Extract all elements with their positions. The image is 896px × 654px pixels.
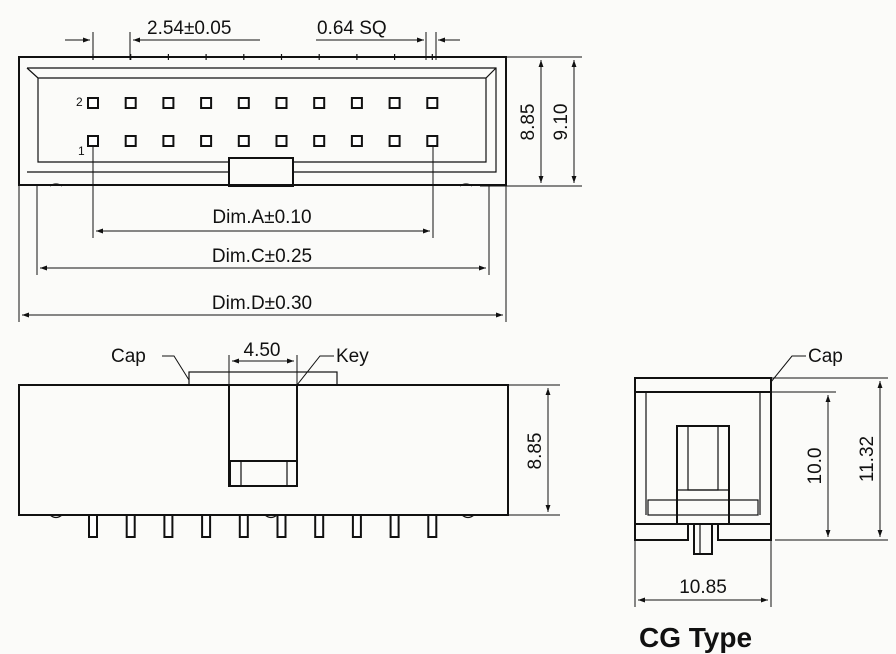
pin (350, 97, 363, 109)
pin-1-label: 1 (78, 144, 85, 158)
pin-size-label: 0.64 SQ (317, 18, 387, 39)
top-housing-inner (27, 67, 497, 173)
key-width-label: 4.50 (244, 340, 281, 361)
cg-height-outer-label: 11.32 (857, 436, 878, 482)
pin (388, 135, 401, 147)
height-910-label: 9.10 (551, 104, 572, 141)
pin (275, 135, 288, 147)
front-view (18, 371, 509, 538)
cg-height-inner-label: 10.0 (805, 448, 826, 485)
top-view: 2 1 (18, 54, 507, 187)
pin (237, 97, 250, 109)
front-foot-marks (49, 514, 475, 519)
side-height-label: 8.85 (525, 433, 546, 470)
front-pin (238, 514, 249, 538)
pin (426, 97, 439, 109)
key-label: Key (336, 346, 369, 367)
front-housing (18, 384, 509, 516)
front-pin (163, 514, 174, 538)
pin (275, 97, 288, 109)
pitch-label: 2.54±0.05 (147, 18, 231, 39)
dim-a-label: Dim.A±0.10 (212, 207, 311, 228)
pin (426, 135, 439, 147)
dim-d: Dim.D±0.30 (18, 186, 507, 322)
front-pin (314, 514, 325, 538)
pin-2-label: 2 (76, 95, 83, 109)
pin (237, 135, 250, 147)
pin (200, 97, 213, 109)
height-dimensions: 8.85 9.10 (480, 56, 582, 187)
pin (162, 97, 175, 109)
dim-c-label: Dim.C±0.25 (212, 246, 312, 267)
key-width-dimension: 4.50 (228, 340, 298, 385)
side-cap (634, 377, 772, 393)
cap-front-label: Cap (111, 346, 146, 367)
dim-d-label: Dim.D±0.30 (212, 293, 312, 314)
key-slot (228, 157, 294, 187)
pin (87, 97, 99, 109)
pin (200, 135, 213, 147)
side-height-dimension: 8.85 (508, 384, 560, 516)
pin (350, 135, 363, 147)
front-pin (201, 514, 212, 538)
pin (124, 97, 137, 109)
front-pin (276, 514, 287, 538)
pin (162, 135, 175, 147)
dim-c: Dim.C±0.25 (36, 186, 490, 275)
side-feet (634, 524, 772, 541)
cg-dimensions: Cap 10.0 11.32 10.85 (634, 346, 888, 607)
pin (124, 135, 137, 147)
height-885-label: 8.85 (518, 104, 539, 141)
pin-grid (87, 54, 439, 147)
front-cap (188, 371, 338, 386)
pin (313, 97, 326, 109)
side-view (634, 377, 772, 555)
type-title: CG Type (639, 622, 752, 653)
front-pins (88, 514, 438, 538)
front-pin (351, 514, 362, 538)
top-housing-bevel (26, 67, 497, 163)
pin (388, 97, 401, 109)
cap-key-callouts: Cap Key (111, 346, 369, 386)
front-pin (427, 514, 438, 538)
cg-width-label: 10.85 (679, 577, 727, 598)
dim-a: Dim.A±0.10 (92, 145, 434, 238)
top-foot-marks (49, 183, 473, 187)
cap-side-label: Cap (808, 346, 843, 367)
front-pin (88, 514, 98, 538)
side-pin (693, 523, 713, 555)
side-body (634, 391, 772, 525)
side-slot (676, 425, 730, 525)
pin-size-dimension: 0.64 SQ (316, 18, 460, 60)
front-key-block (229, 460, 298, 487)
front-pin (389, 514, 400, 538)
pin (313, 135, 326, 147)
pitch-dimension: 2.54±0.05 (65, 18, 260, 60)
pin (87, 135, 99, 147)
front-pin (125, 514, 136, 538)
